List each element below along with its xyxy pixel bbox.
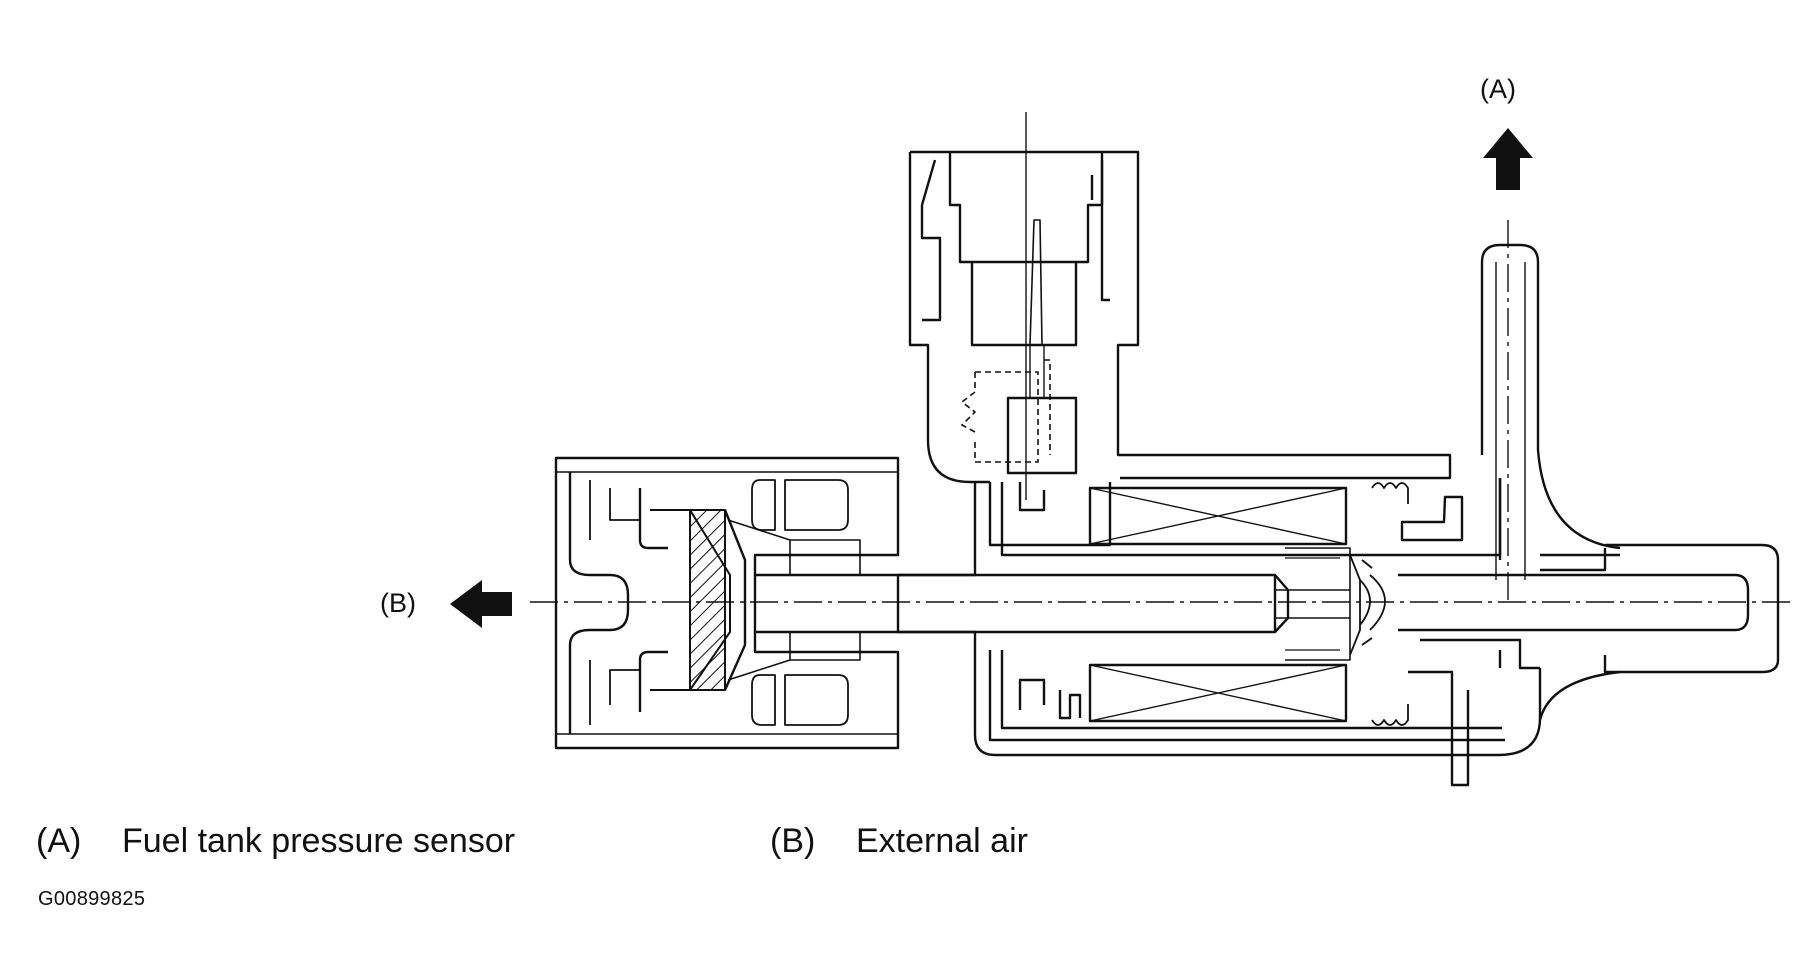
plunger-shaft	[753, 547, 1351, 661]
bellows	[1371, 482, 1409, 726]
callout-a: (A)	[1480, 74, 1516, 104]
valve-seat	[1349, 554, 1386, 656]
brackets	[1400, 495, 1470, 787]
figure-id: G00899825	[38, 888, 146, 910]
legend-text: External air	[856, 822, 1028, 860]
arrow-left-icon	[450, 580, 512, 628]
outlet-nipple	[1398, 543, 1780, 721]
sensor-port	[1480, 243, 1621, 580]
left-end-cap	[554, 456, 900, 750]
sensor-terminal	[1006, 219, 1078, 475]
arrow-up-icon	[1483, 128, 1533, 190]
connector-housing	[908, 150, 1452, 484]
solenoid-coil	[1018, 482, 1348, 723]
centerlines	[530, 112, 1790, 603]
legend-key: (A)	[36, 822, 82, 860]
legend-item-a: (A) Fuel tank pressure sensor	[36, 824, 515, 858]
callout-b: (B)	[380, 588, 416, 618]
diaphragm-piston	[650, 509, 861, 691]
legend-text: Fuel tank pressure sensor	[122, 822, 516, 860]
legend-key: (B)	[770, 822, 816, 860]
legend-item-b: (B) External air	[770, 824, 1028, 858]
fuel-tank-pressure-sensor	[961, 359, 1051, 463]
